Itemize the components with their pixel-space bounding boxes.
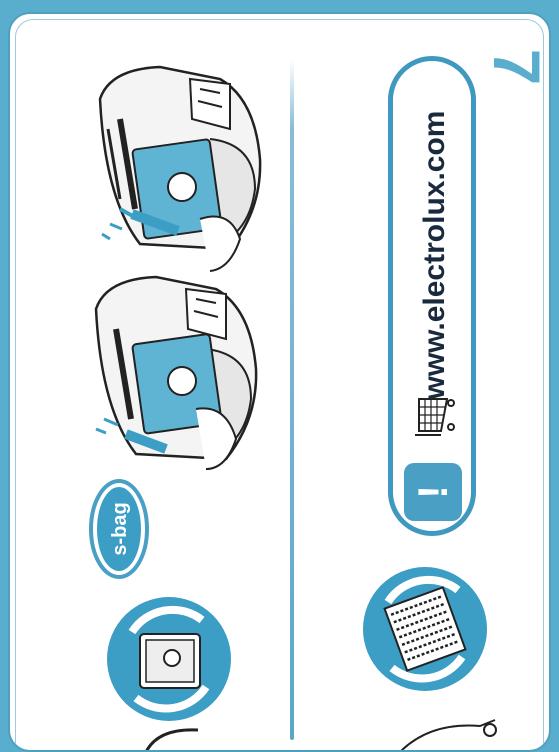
bottom-right-illustration [390, 712, 510, 752]
info-icon: ! [404, 463, 462, 521]
remove-bag-illustration [80, 59, 280, 274]
shopping-cart-icon [411, 391, 457, 441]
replace-bag-icon [102, 592, 237, 727]
insert-bag-illustration [76, 269, 276, 474]
manual-page-panel: s-bag 7 www.electrolux.com ! [8, 12, 551, 752]
page-number: 7 [482, 32, 551, 102]
svg-text:s-bag: s-bag [109, 502, 131, 555]
column-divider [290, 60, 294, 740]
sbag-logo: s-bag [84, 474, 154, 584]
website-pill[interactable]: www.electrolux.com ! [388, 56, 476, 536]
bottom-left-illustration [138, 722, 218, 752]
replace-filter-icon [358, 562, 493, 697]
info-symbol: ! [404, 463, 462, 521]
